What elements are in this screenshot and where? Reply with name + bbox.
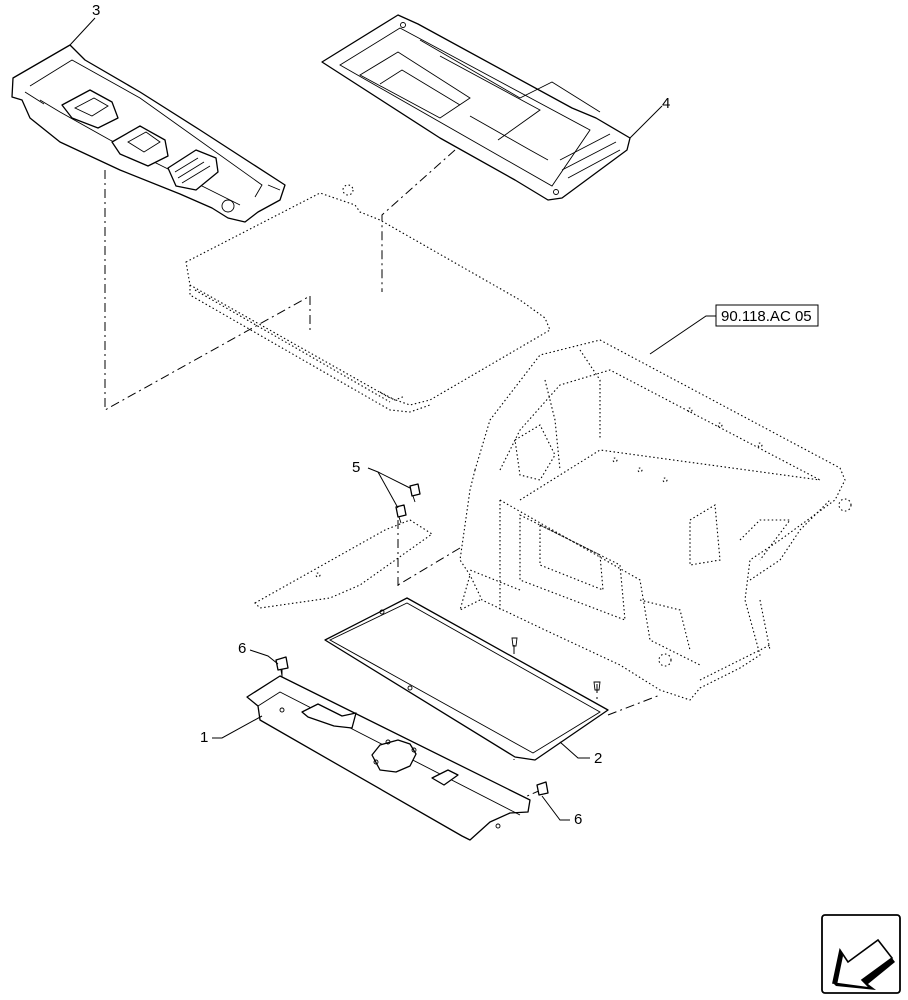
bolt-5b[interactable] <box>395 504 407 524</box>
callout-3[interactable]: 3 <box>92 2 100 19</box>
part-1-bracket-plate[interactable] <box>246 675 531 841</box>
small-screw-1 <box>511 637 601 691</box>
callout-1[interactable]: 1 <box>200 729 208 746</box>
part-4-upper-mat[interactable] <box>321 14 631 201</box>
callout-6-lower[interactable]: 6 <box>574 811 582 828</box>
bolt-5a[interactable] <box>409 483 421 503</box>
callout-6-upper[interactable]: 6 <box>238 640 246 657</box>
reference-label: 90.118.AC 05 <box>721 308 812 325</box>
callout-4[interactable]: 4 <box>662 95 670 112</box>
next-page-arrow-icon[interactable] <box>821 914 901 994</box>
bolt-6a[interactable] <box>275 656 289 677</box>
bolt-6b[interactable] <box>536 781 549 796</box>
part-2-plate[interactable] <box>324 597 609 761</box>
side-cover-outline <box>254 519 433 609</box>
leader-lines <box>69 17 716 821</box>
reference-link[interactable]: 90.118.AC 05 <box>715 304 819 327</box>
callout-5[interactable]: 5 <box>352 459 360 476</box>
callout-2[interactable]: 2 <box>594 750 602 767</box>
cab-frame <box>459 339 852 701</box>
part-3-floor-mat[interactable] <box>11 44 286 223</box>
floor-plate-outline <box>185 184 551 413</box>
